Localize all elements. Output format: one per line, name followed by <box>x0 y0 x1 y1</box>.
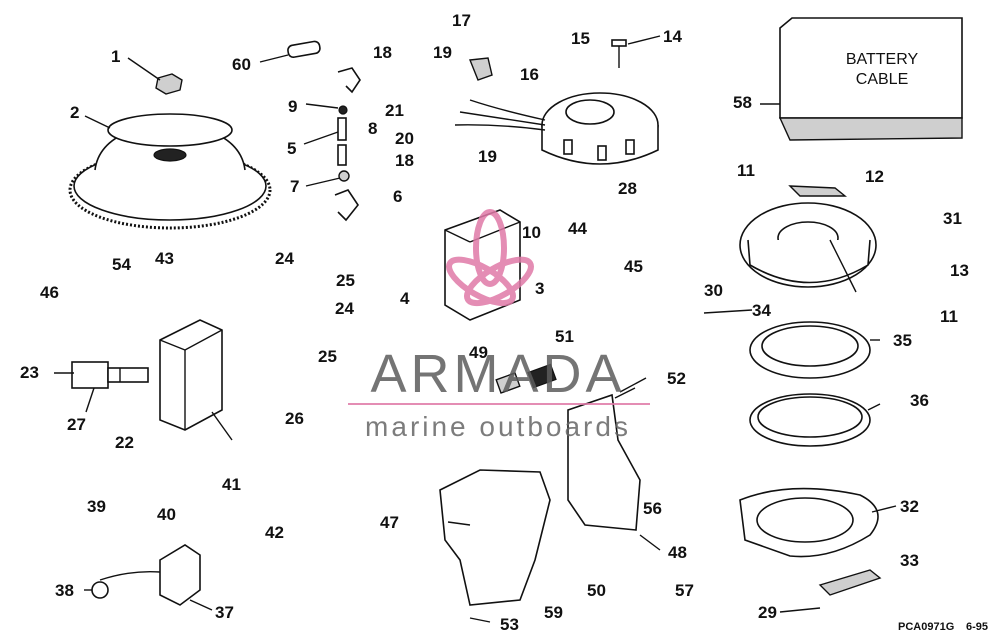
callout-33: 33 <box>900 551 919 570</box>
callout-44: 44 <box>568 219 587 238</box>
callout-5: 5 <box>287 139 296 158</box>
callout-49: 49 <box>469 343 488 362</box>
mounting-plate <box>739 487 879 558</box>
callout-19-top: 19 <box>433 43 452 62</box>
connector-group <box>334 67 361 222</box>
callout-21: 21 <box>385 101 404 120</box>
timer-ring <box>749 393 871 447</box>
callout-24-bottom: 24 <box>335 299 354 318</box>
callout-60: 60 <box>232 55 251 74</box>
plug <box>287 40 321 59</box>
callout-19-bottom: 19 <box>478 147 497 166</box>
callout-13: 13 <box>950 261 969 280</box>
callout-32: 32 <box>900 497 919 516</box>
callout-59: 59 <box>544 603 563 622</box>
callout-20: 20 <box>395 129 414 148</box>
callout-40: 40 <box>157 505 176 524</box>
callout-47: 47 <box>380 513 399 532</box>
callout-3: 3 <box>535 279 544 298</box>
leader-lines <box>54 35 897 623</box>
callout-41: 41 <box>222 475 241 494</box>
callout-25-bottom: 25 <box>318 347 337 366</box>
watermark-brand: ARMADA <box>370 344 625 404</box>
callout-58: 58 <box>733 93 752 112</box>
callout-57: 57 <box>675 581 694 600</box>
battery-cable-box: BATTERY CABLE <box>778 17 963 141</box>
screw-14 <box>611 39 627 68</box>
callout-42: 42 <box>265 523 284 542</box>
callout-25-top: 25 <box>336 271 355 290</box>
callout-56: 56 <box>643 499 662 518</box>
propeller-logo <box>446 209 534 307</box>
callout-18-bottom: 18 <box>395 151 414 170</box>
callout-22: 22 <box>115 433 134 452</box>
callout-11-top: 11 <box>737 161 755 180</box>
drawing-date: 6-95 <box>966 621 988 633</box>
retainer-ring <box>749 321 871 379</box>
callout-38: 38 <box>55 581 74 600</box>
callout-26: 26 <box>285 409 304 428</box>
rectifier-51 <box>527 363 557 389</box>
callout-23: 23 <box>20 363 39 382</box>
callout-53: 53 <box>500 615 519 634</box>
callout-14: 14 <box>663 27 682 46</box>
callout-11-bottom: 11 <box>940 307 958 326</box>
callout-31: 31 <box>943 209 962 228</box>
callout-labels: 1 3 2 4 5 6 7 8 9 10 11 11 12 13 14 15 1… <box>20 11 969 634</box>
battery-label-line2: CABLE <box>856 71 908 88</box>
flywheel <box>68 113 272 230</box>
flywheel-nut <box>155 73 183 95</box>
stator <box>454 57 659 165</box>
clip-49 <box>495 372 521 394</box>
callout-4: 4 <box>400 289 410 308</box>
screw-52 <box>614 387 636 399</box>
battery-label-line1: BATTERY <box>846 51 919 68</box>
callout-2: 2 <box>70 103 79 122</box>
callout-16: 16 <box>520 65 539 84</box>
callout-35: 35 <box>893 331 912 350</box>
callout-7: 7 <box>290 177 299 196</box>
watermark-tagline: marine outboards <box>365 411 631 442</box>
callout-34: 34 <box>752 301 771 320</box>
callout-50: 50 <box>587 581 606 600</box>
callout-18-top: 18 <box>373 43 392 62</box>
bracket <box>439 469 551 606</box>
callout-9: 9 <box>288 97 297 116</box>
callout-48: 48 <box>668 543 687 562</box>
callout-15: 15 <box>571 29 590 48</box>
callout-54: 54 <box>112 255 131 274</box>
callout-29: 29 <box>758 603 777 622</box>
throttle-arm <box>818 569 882 596</box>
callout-17: 17 <box>452 11 471 30</box>
callout-43: 43 <box>155 249 174 268</box>
timer-base <box>739 185 877 288</box>
callout-27: 27 <box>67 415 86 434</box>
ignition-coil <box>159 319 223 431</box>
callout-8: 8 <box>368 119 377 138</box>
callout-28: 28 <box>618 179 637 198</box>
terminal-block <box>91 544 201 606</box>
callout-46: 46 <box>40 283 59 302</box>
callout-39: 39 <box>87 497 106 516</box>
callout-10: 10 <box>522 223 541 242</box>
callout-30: 30 <box>704 281 723 300</box>
callout-1: 1 <box>111 47 120 66</box>
callout-51: 51 <box>555 327 574 346</box>
watermark: ARMADA marine outboards <box>348 209 650 442</box>
callout-24-top: 24 <box>275 249 294 268</box>
coil-connector <box>71 361 149 389</box>
callout-45: 45 <box>624 257 643 276</box>
callout-12: 12 <box>865 167 884 186</box>
backing-plate <box>567 393 641 531</box>
callout-6: 6 <box>393 187 402 206</box>
callout-37: 37 <box>215 603 234 622</box>
callout-36: 36 <box>910 391 929 410</box>
drawing-code: PCA0971G <box>898 621 954 633</box>
callout-52: 52 <box>667 369 686 388</box>
